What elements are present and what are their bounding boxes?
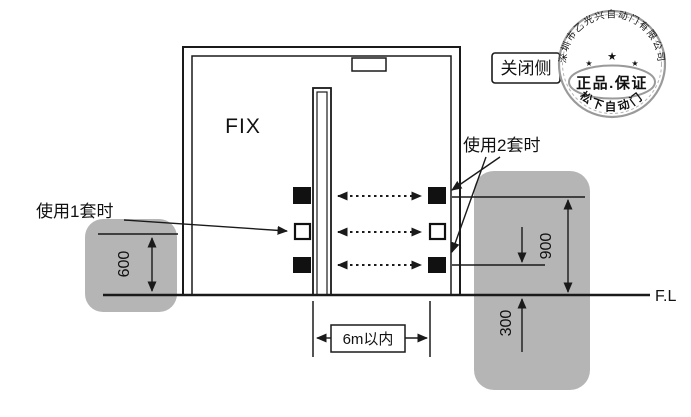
- width-label-box: [330, 324, 406, 353]
- stamp-center-text: 正品.保证: [576, 74, 648, 92]
- fix-panel-label: FIX: [225, 115, 261, 138]
- sensor-1set-right: [428, 222, 447, 241]
- stamp-star-center-icon: ★: [607, 51, 617, 63]
- stamp-star-left-icon: ★: [585, 59, 592, 68]
- use-one-set-label: 使用1套时: [36, 201, 113, 221]
- sensor-2set-upper-left: [293, 187, 311, 204]
- stamp-ellipse: [568, 64, 656, 100]
- stamp-star-right-icon: ★: [631, 59, 638, 68]
- width-label: 6m以内: [343, 331, 394, 348]
- door-center-stile-outer: [312, 87, 332, 296]
- use-one-set-arrow: [123, 219, 288, 235]
- use-two-sets-label: 使用2套时: [463, 135, 540, 155]
- close-side-label: 关闭侧: [501, 59, 552, 78]
- sensor-1set-left: [293, 222, 312, 241]
- use-two-sets-arrow-lower: [450, 156, 487, 253]
- floor-level-label: F.L: [655, 288, 676, 305]
- use-two-sets-arrow-upper: [451, 156, 501, 191]
- height-900-label: 900: [538, 233, 555, 260]
- sensor-2set-lower-right: [428, 257, 446, 273]
- door-header-box: [351, 57, 387, 72]
- stamp: 深圳市乙光兴自动门有限公司 ★ ★ ★ 正品.保证 松下自动门: [558, 9, 667, 119]
- height-600-label: 600: [116, 251, 133, 278]
- sensor-2set-upper-right: [428, 187, 446, 204]
- sensor-2set-lower-left: [293, 257, 311, 273]
- right-height-panel: [474, 171, 590, 390]
- stamp-inner-ring: [562, 14, 662, 114]
- height-300-label: 300: [498, 310, 515, 337]
